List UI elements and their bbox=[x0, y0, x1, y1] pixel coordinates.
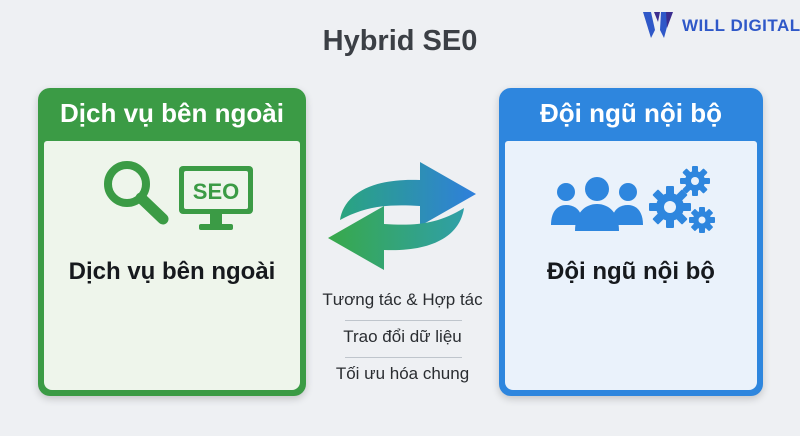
brand-logo: WILL DIGITAL bbox=[640, 8, 800, 42]
seo-monitor-icon: SEO bbox=[179, 166, 253, 230]
gears-icon bbox=[649, 166, 715, 233]
internal-team-body: Đội ngũ nội bộ bbox=[505, 141, 757, 390]
external-service-card: Dịch vụ bên ngoài SEO Dịch vụ bên ngoài bbox=[38, 88, 306, 396]
will-digital-logo-icon bbox=[643, 12, 673, 38]
external-service-body: SEO Dịch vụ bên ngoài bbox=[44, 141, 300, 390]
internal-team-header: Đội ngũ nội bộ bbox=[540, 97, 722, 128]
two-way-arrows-icon bbox=[328, 162, 476, 270]
page-title: Hybrid SE0 bbox=[322, 25, 478, 57]
exchange-divider bbox=[345, 357, 462, 358]
internal-team-label: Đội ngũ nội bộ bbox=[547, 258, 715, 285]
team-icon bbox=[551, 177, 643, 231]
exchange-item-optimization: Tối ưu hóa chung bbox=[335, 364, 470, 383]
external-service-label: Dịch vụ bên ngoài bbox=[68, 258, 276, 285]
exchange-divider bbox=[345, 320, 462, 321]
seo-monitor-text: SEO bbox=[193, 179, 239, 204]
exchange-item-collaboration: Tương tác & Hợp tác bbox=[322, 290, 483, 309]
external-service-header: Dịch vụ bên ngoài bbox=[60, 97, 284, 128]
brand-name: WILL DIGITAL bbox=[682, 16, 800, 35]
magnifier-icon bbox=[104, 161, 169, 225]
exchange-item-data: Trao đổi dữ liệu bbox=[343, 327, 462, 346]
internal-team-card: Đội ngũ nội bộ bbox=[499, 88, 763, 396]
